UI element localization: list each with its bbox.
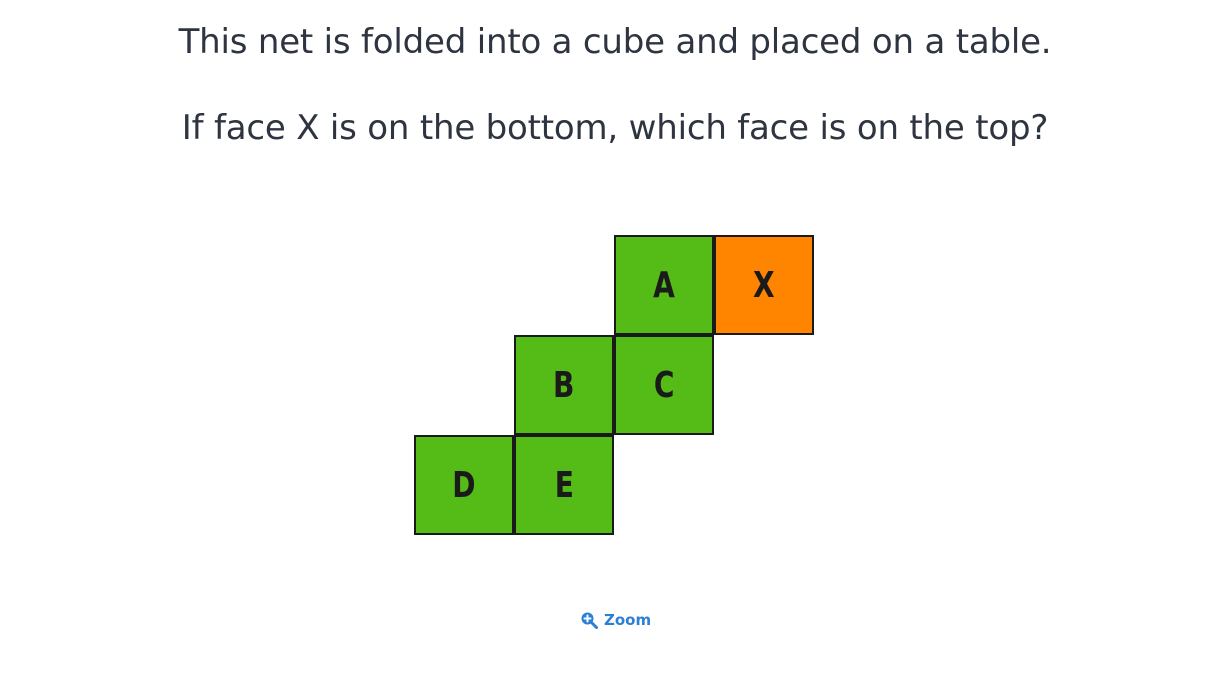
net-face-label: C — [653, 364, 675, 406]
net-face-label: X — [753, 264, 775, 306]
zoom-button[interactable]: Zoom — [580, 611, 651, 629]
net-face-b: B — [514, 335, 614, 435]
net-face-a: A — [614, 235, 714, 335]
zoom-label: Zoom — [604, 611, 652, 629]
question-line-2: If face X is on the bottom, which face i… — [181, 108, 1049, 148]
net-face-x: X — [714, 235, 814, 335]
net-face-c: C — [614, 335, 714, 435]
net-face-label: E — [554, 464, 574, 506]
net-face-d: D — [414, 435, 514, 535]
net-face-e: E — [514, 435, 614, 535]
net-face-label: B — [553, 364, 575, 406]
net-face-label: A — [653, 264, 675, 306]
zoom-in-icon — [580, 611, 598, 629]
question-line-1: This net is folded into a cube and place… — [178, 22, 1052, 62]
net-face-label: D — [452, 464, 476, 506]
